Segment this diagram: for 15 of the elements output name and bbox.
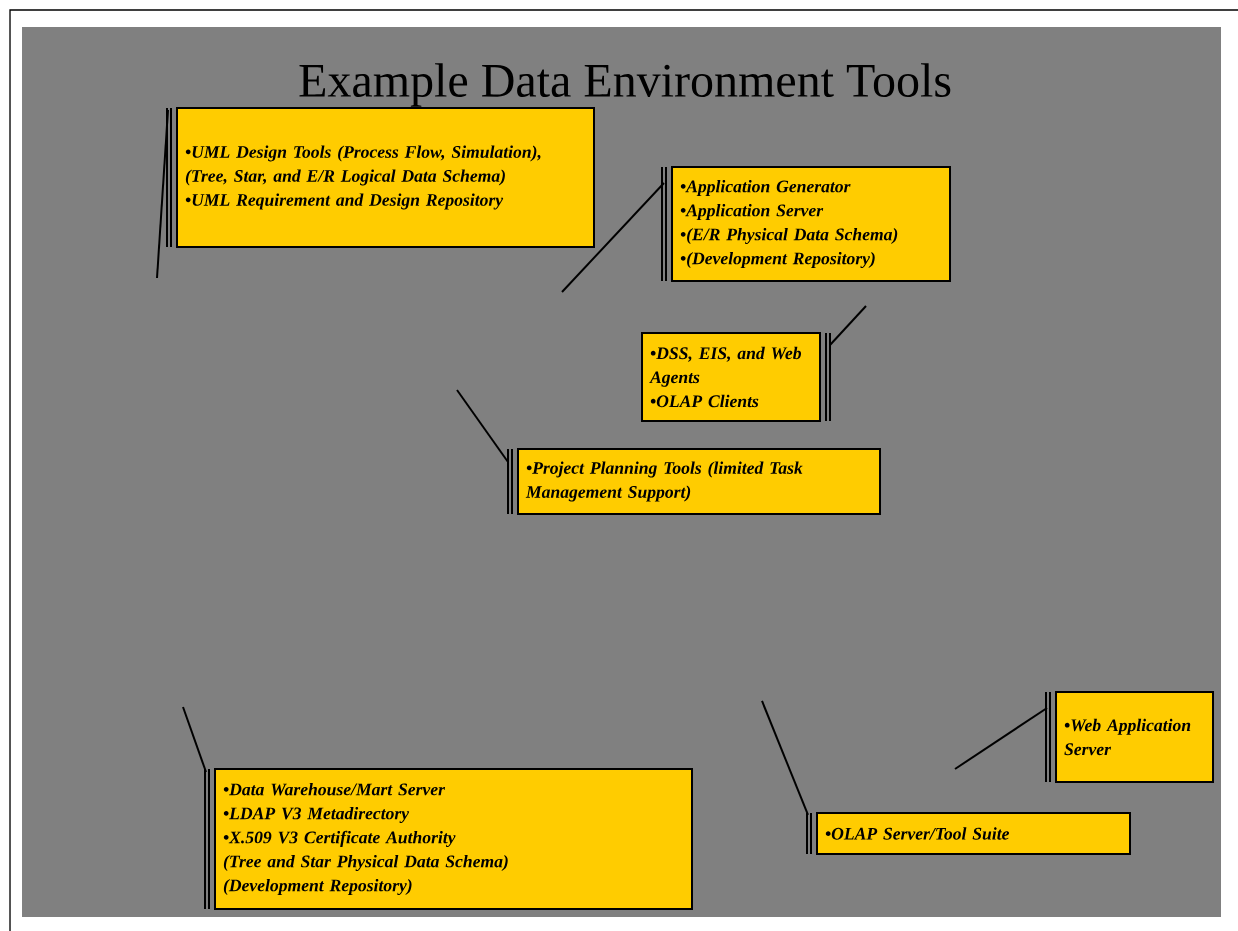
leader-line bbox=[954, 707, 1048, 770]
leader-line bbox=[156, 109, 169, 279]
leader-line bbox=[829, 305, 867, 346]
callout-box: •Project Planning Tools (limited Task Management Support) bbox=[507, 448, 881, 515]
callout-box: •Data Warehouse/Mart Server •LDAP V3 Metadirectory •X.509 V3 Certificate Authority (Tree and Star Physical Data Schema) (Development Repository) bbox=[204, 768, 693, 910]
leader-line bbox=[182, 706, 207, 773]
callout-box: •OLAP Server/Tool Suite bbox=[806, 812, 1131, 855]
leader-line bbox=[761, 700, 809, 816]
title: Example Data Environment Tools bbox=[299, 63, 951, 107]
callout-box: •Application Generator •Application Server •(E/R Physical Data Schema) •(Development Repository) bbox=[661, 166, 951, 282]
leader-line bbox=[456, 389, 509, 463]
leader-line bbox=[561, 182, 665, 293]
callout-box: •UML Design Tools (Process Flow, Simulation), (Tree, Star, and E/R Logical Data Schema) •UML Requirement and Design Repository bbox=[166, 107, 595, 248]
callout-box: •DSS, EIS, and Web Agents •OLAP Clients bbox=[641, 332, 831, 422]
callout-box: •Web Application Server bbox=[1045, 691, 1214, 783]
